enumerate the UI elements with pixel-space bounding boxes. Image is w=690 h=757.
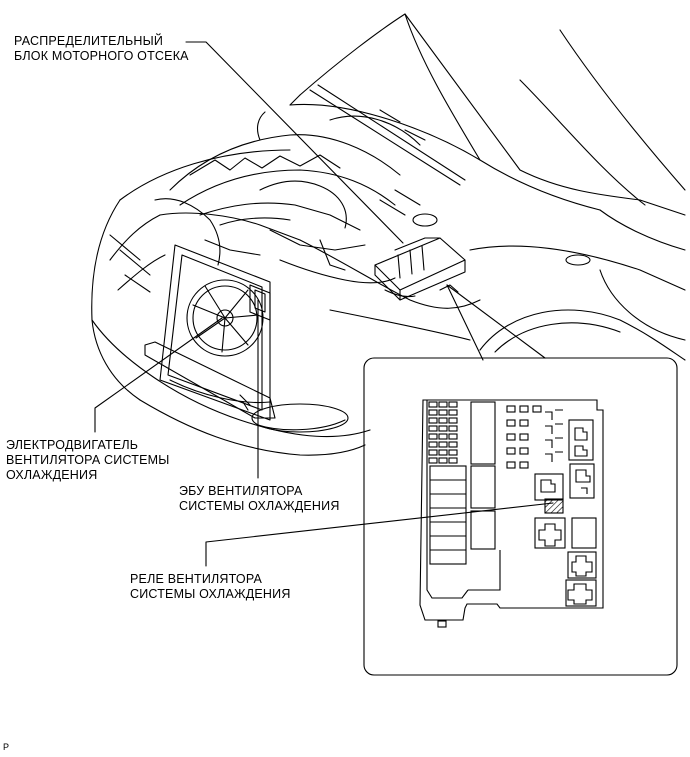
leader-fuse-block bbox=[185, 41, 404, 244]
fan-relay-label-line2: СИСТЕМЫ ОХЛАЖДЕНИЯ bbox=[130, 587, 291, 601]
fan-motor-label-line2: ВЕНТИЛЯТОРА СИСТЕМЫ bbox=[6, 453, 170, 467]
fan-motor-label-line3: ОХЛАЖДЕНИЯ bbox=[6, 468, 98, 482]
leader-fan-relay bbox=[205, 502, 554, 567]
fuse-block-in-car bbox=[374, 237, 466, 301]
fuse-block-label-line2: БЛОК МОТОРНОГО ОТСЕКА bbox=[14, 49, 189, 63]
fan-relay-label-line1: РЕЛЕ ВЕНТИЛЯТОРА bbox=[130, 572, 263, 586]
radiator-fan-assembly bbox=[144, 244, 276, 421]
inset-callout-line-right bbox=[446, 284, 546, 359]
fuse-block-label: РАСПРЕДЕЛИТЕЛЬНЫЙ БЛОК МОТОРНОГО ОТСЕКА bbox=[14, 34, 189, 64]
fan-relay-label: РЕЛЕ ВЕНТИЛЯТОРА СИСТЕМЫ ОХЛАЖДЕНИЯ bbox=[130, 572, 291, 602]
fan-ecu-label-line2: СИСТЕМЫ ОХЛАЖДЕНИЯ bbox=[179, 499, 340, 513]
engine-block bbox=[154, 84, 466, 284]
inset-callout-line-left bbox=[446, 284, 484, 361]
fan-ecu-label: ЭБУ ВЕНТИЛЯТОРА СИСТЕМЫ ОХЛАЖДЕНИЯ bbox=[179, 484, 340, 514]
leader-fan-motor bbox=[94, 317, 223, 433]
fan-ecu-label-line1: ЭБУ ВЕНТИЛЯТОРА bbox=[179, 484, 303, 498]
fan-motor-label-line1: ЭЛЕКТРОДВИГАТЕЛЬ bbox=[6, 438, 139, 452]
fuse-block-inset bbox=[363, 357, 678, 676]
fuse-block-label-line1: РАСПРЕДЕЛИТЕЛЬНЫЙ bbox=[14, 34, 164, 48]
fan-relay-highlight bbox=[544, 498, 564, 514]
fan-motor-label: ЭЛЕКТРОДВИГАТЕЛЬ ВЕНТИЛЯТОРА СИСТЕМЫ ОХЛ… bbox=[6, 438, 170, 483]
car-body bbox=[91, 13, 686, 456]
reference-code: P bbox=[3, 742, 10, 752]
